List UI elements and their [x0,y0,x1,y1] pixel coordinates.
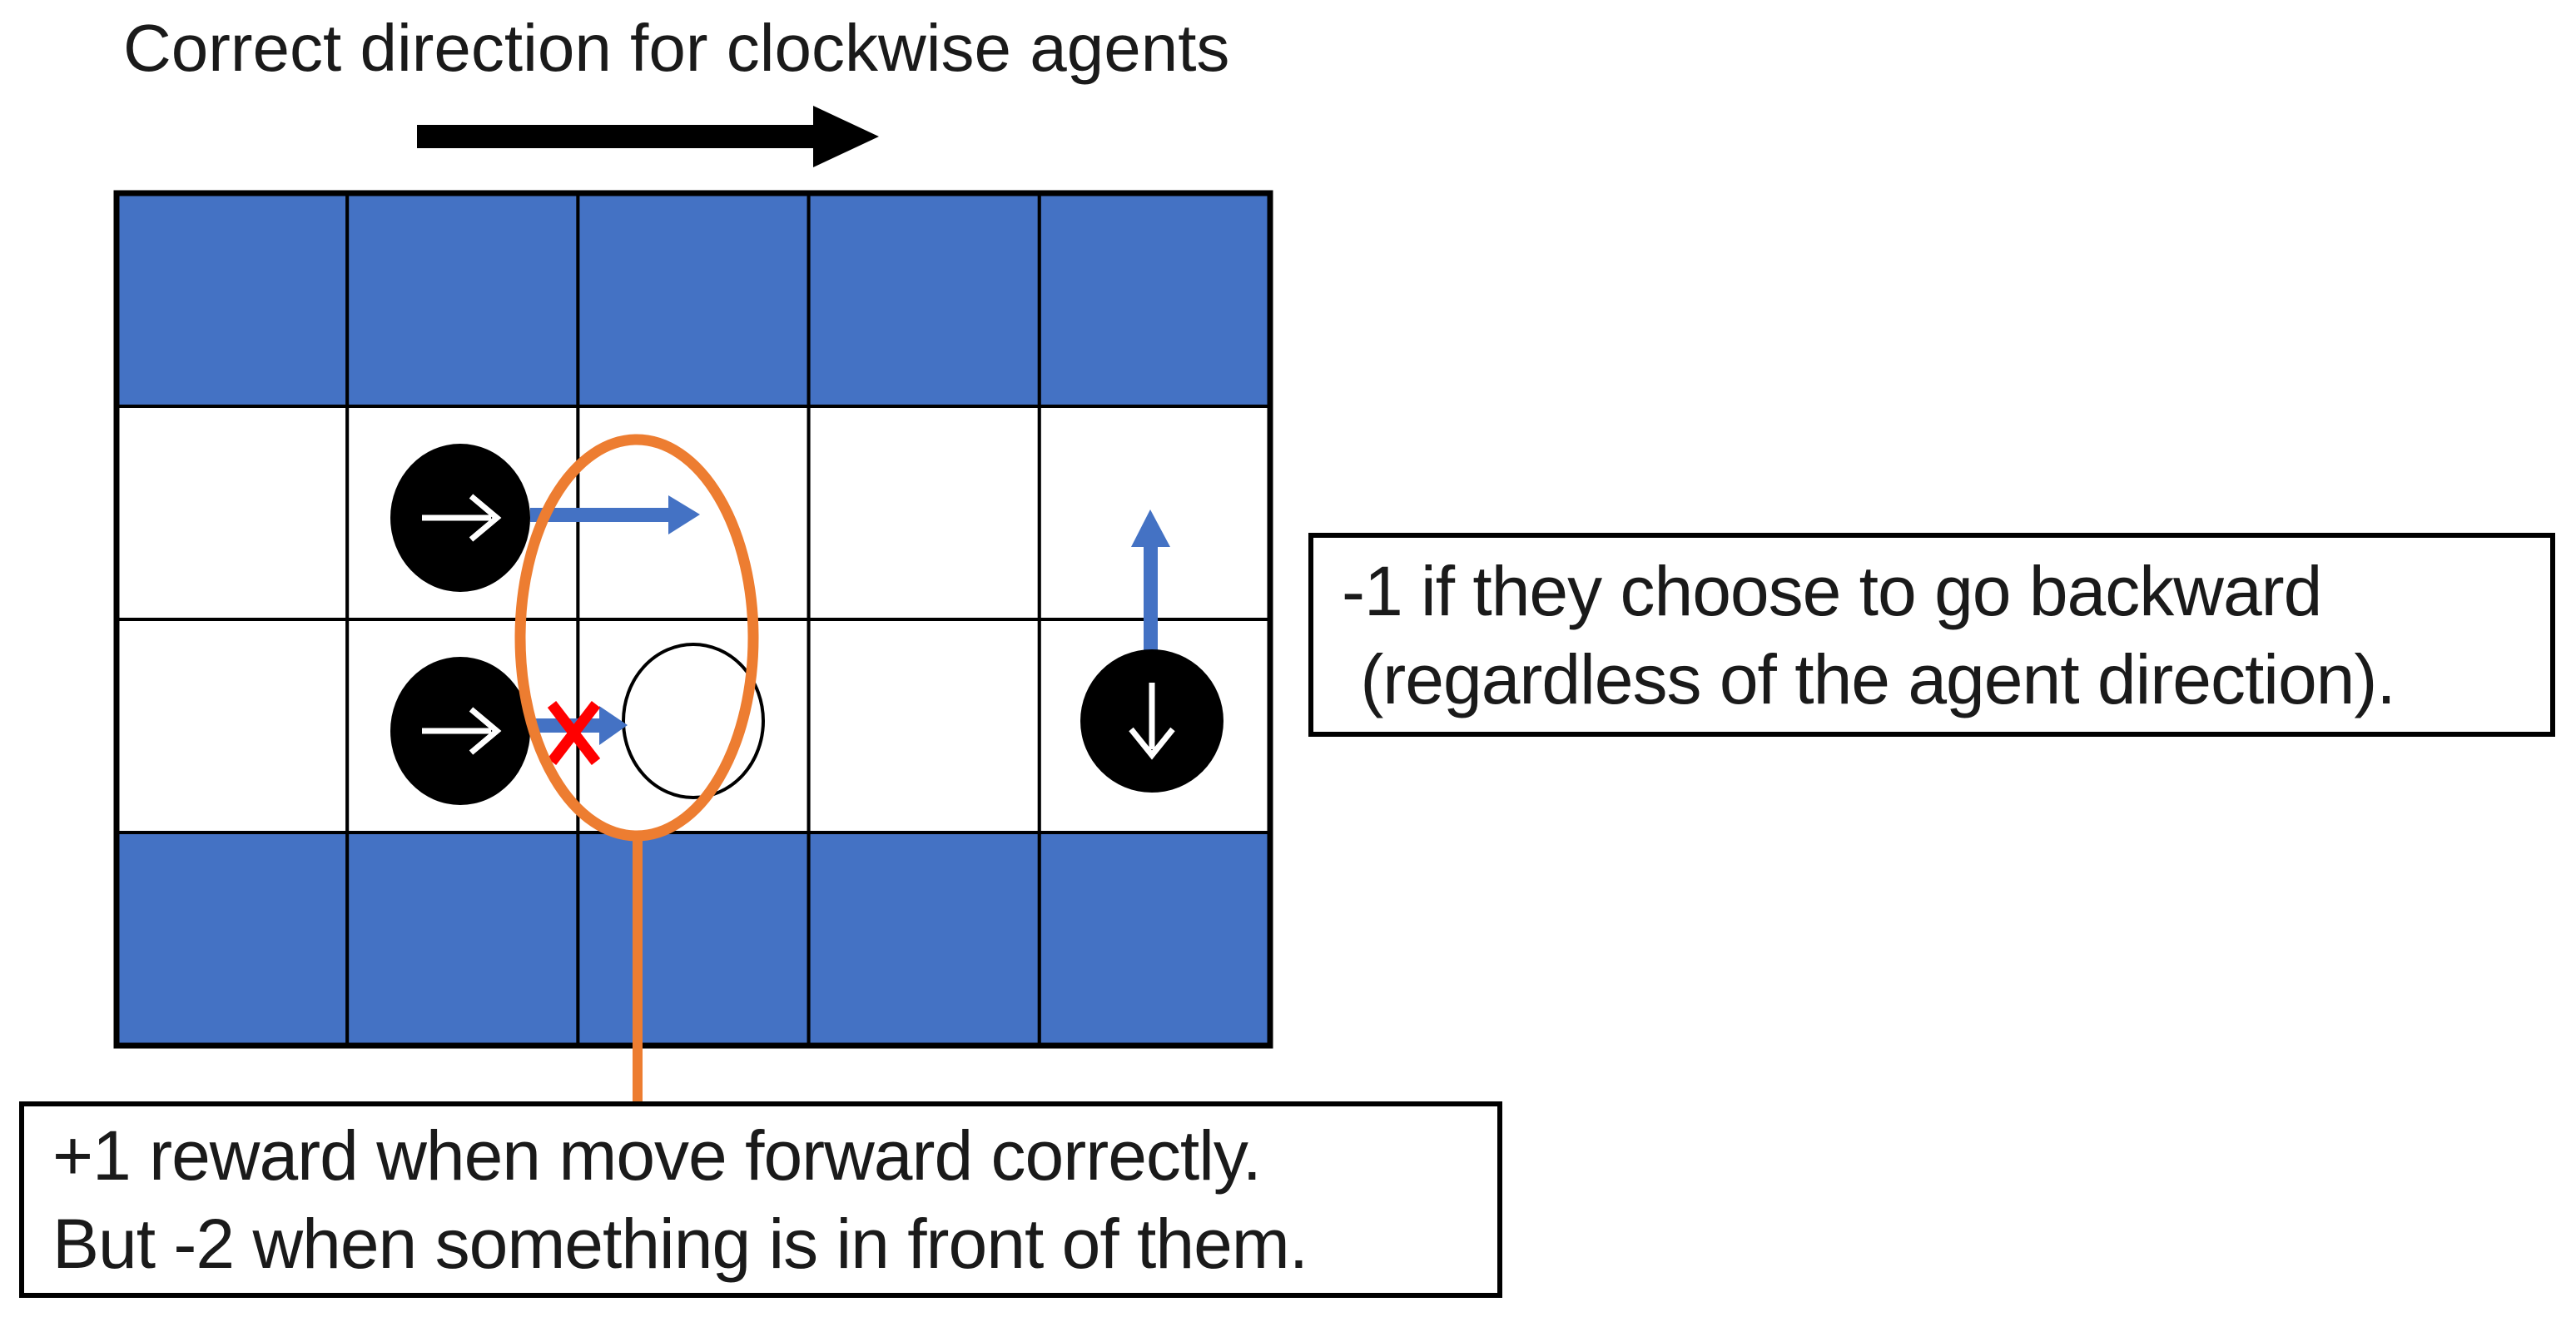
agent-heading-arrow-head [1129,727,1175,760]
grid-cell [576,831,811,1047]
note-line: +1 reward when move forward correctly. [52,1116,1262,1195]
arrow-shaft [530,508,668,522]
grid-cell [1037,191,1273,408]
clockwise-direction-arrow-icon [417,106,879,167]
agent-heading-arrow-head [469,707,502,755]
note-line: -1 if they choose to go backward [1342,551,2322,630]
arrow-head [813,106,879,167]
agent-facing-down [1080,649,1223,793]
move-forward-arrow-top [530,495,700,534]
grid-cell [115,191,350,408]
grid-cell [1037,831,1273,1047]
grid-cell [807,618,1041,834]
arrow-head [668,495,700,534]
page-title: Correct direction for clockwise agents [123,11,1230,85]
grid-border [113,190,1273,1049]
forward-reward-note: +1 reward when move forward correctly. B… [19,1101,1502,1298]
arrow-shaft [417,125,813,148]
agent-facing-right-bottom [390,657,530,805]
grid-cell [115,405,350,621]
cross-stroke [547,701,601,765]
grid-cell [115,618,350,834]
grid-cell [345,191,580,408]
grid-cells [115,191,1273,1047]
blocked-cross-icon [547,701,601,765]
grid-cell [807,191,1041,408]
note-line: But -2 when something is in front of the… [52,1205,1308,1283]
note-line: (regardless of the agent direction). [1342,639,2395,718]
agent-facing-right-top [390,444,530,592]
grid-cell [807,831,1041,1047]
arrow-shaft [1144,544,1158,651]
grid-cell [576,191,811,408]
grid-cell [345,831,580,1047]
grid-cell [115,831,350,1047]
move-backward-arrow-up [1131,509,1170,651]
grid-cell [807,405,1041,621]
agent-heading-arrow-head [469,494,502,542]
backward-penalty-note: -1 if they choose to go backward (regard… [1308,533,2555,737]
arrow-head [1131,509,1170,547]
arrow-head [599,706,628,745]
